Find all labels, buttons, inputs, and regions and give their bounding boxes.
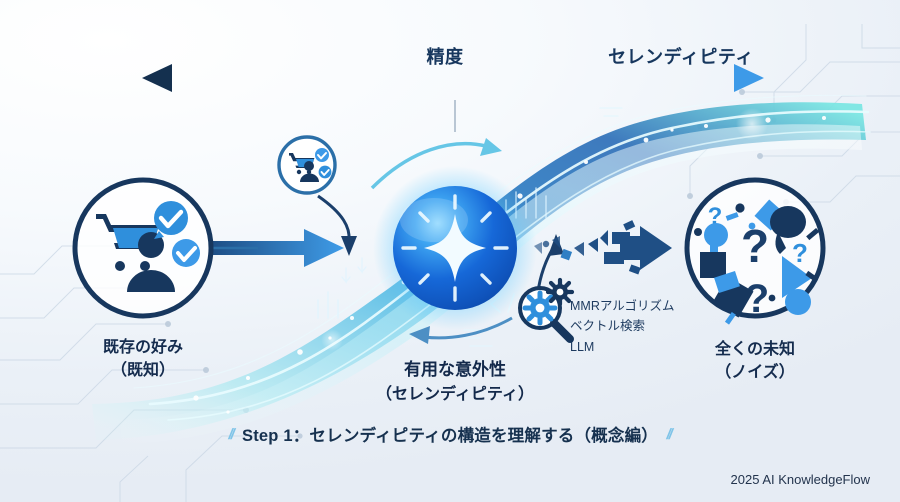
tech-item-llm: LLM <box>570 339 595 354</box>
person-icon <box>127 232 175 292</box>
check-badge-icon <box>172 239 200 267</box>
step-caption-text: Step 1：セレンディピティの構造を理解する（概念編） <box>242 427 658 445</box>
node-label-serendipity: 有用な意外性 （セレンディピティ） <box>376 358 534 406</box>
gear-icon <box>545 277 575 307</box>
arrow-left-to-center-icon <box>212 229 344 267</box>
check-badge-icon <box>318 165 332 179</box>
svg-text:?: ? <box>741 220 769 272</box>
node-label-unknown: 全くの未知 （ノイズ） <box>715 338 795 384</box>
svg-text:?: ? <box>745 277 769 321</box>
node-subtitle-unknown: （ノイズ） <box>715 364 795 382</box>
node-title-existing: 既存の好み <box>102 339 184 356</box>
step-caption: // Step 1：セレンディピティの構造を理解する（概念編） // <box>226 422 674 446</box>
axis-label-serendipity: セレンディピティ <box>608 47 754 67</box>
node-subtitle-serendipity: （セレンディピティ） <box>376 385 534 403</box>
slash-right-icon: // <box>665 425 674 443</box>
svg-text:?: ? <box>708 203 723 230</box>
check-badge-icon <box>154 201 188 239</box>
node-title-serendipity: 有用な意外性 <box>403 360 506 379</box>
person-icon <box>300 161 319 182</box>
svg-text:?: ? <box>792 238 808 268</box>
arrow-feedback-left-icon <box>409 316 513 344</box>
shopping-cart-icon <box>289 153 315 175</box>
question-mark-icon: ? ? ? ? <box>708 203 808 321</box>
node-title-unknown: 全くの未知 <box>714 341 796 358</box>
check-badge-icon <box>315 148 329 162</box>
gear-icon <box>522 290 558 326</box>
tech-item-mmr: MMRアルゴリズム <box>570 299 675 313</box>
node-subtitle-existing: （既知） <box>110 362 176 380</box>
slash-left-icon: // <box>226 425 235 443</box>
tech-list: MMRアルゴリズム ベクトル検索 LLM <box>570 296 674 357</box>
sparkle-icon <box>401 194 509 302</box>
arrow-feedback-up-icon <box>536 234 564 293</box>
arrow-cyan-sweep-icon <box>370 138 502 190</box>
shopping-cart-icon <box>96 214 159 271</box>
axis-label-precision: 精度 <box>426 47 464 67</box>
node-label-existing-preference: 既存の好み （既知） <box>103 336 183 382</box>
footer-credit: 2025 AI KnowledgeFlow <box>730 472 870 487</box>
arrow-left-icon <box>142 64 172 92</box>
noise-shapes-icon <box>694 199 820 325</box>
arrow-dissolving-icon <box>534 220 672 275</box>
tech-item-vector-search: ベクトル検索 <box>570 319 646 334</box>
arrow-preference-to-orb-icon <box>317 194 357 256</box>
